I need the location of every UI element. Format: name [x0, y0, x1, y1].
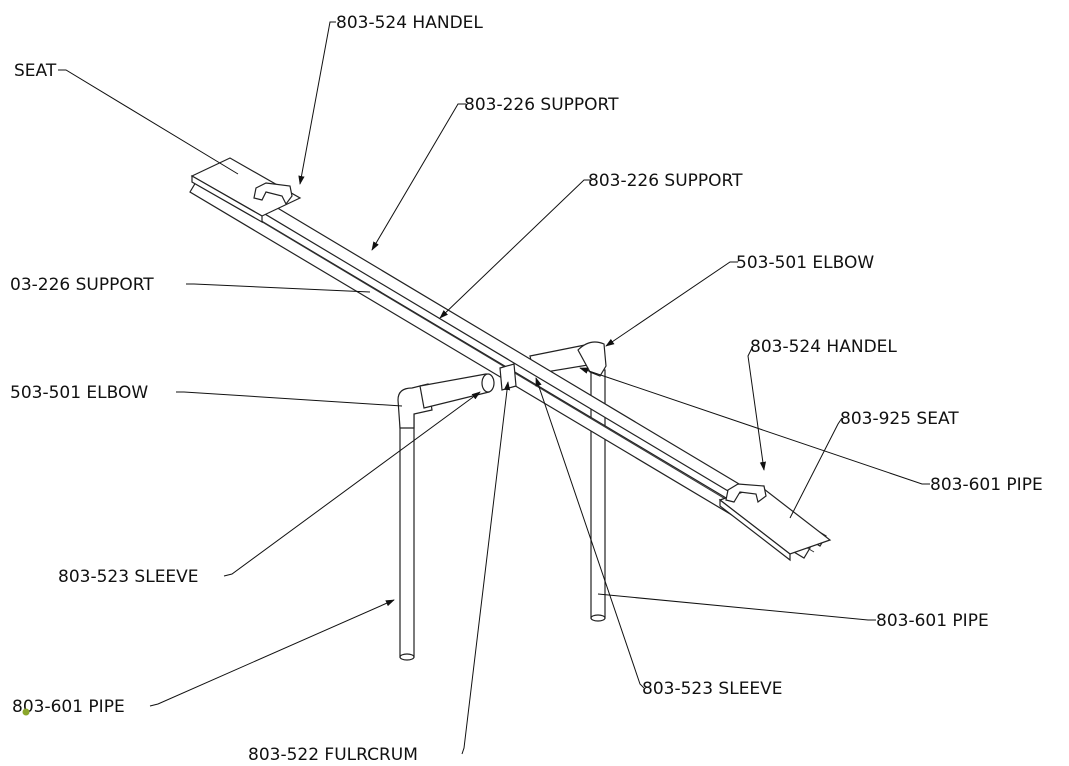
label-seat-top: SEAT: [14, 61, 57, 81]
left-handle: [253, 182, 293, 206]
label-support-b: 803-226 SUPPORT: [588, 171, 743, 191]
left-sleeve: [481, 373, 495, 393]
left-pipe-end: [399, 653, 415, 661]
right-elbow: [577, 341, 607, 377]
left-horizontal-pipe: [419, 373, 490, 409]
label-support-a: 803-226 SUPPORT: [464, 95, 619, 115]
leader-sleeve-left: [223, 391, 481, 577]
left-pipe: [399, 404, 415, 658]
label-handel-top: 803-524 HANDEL: [336, 13, 483, 33]
leader-seat-top: [58, 69, 239, 175]
label-support-c: 03-226 SUPPORT: [10, 275, 154, 295]
label-seat-right: 803-925 SEAT: [840, 409, 959, 429]
right-seat-edge: [719, 498, 791, 562]
leader-pipe-right-top: [579, 367, 930, 485]
label-elbow-left: 503-501 ELBOW: [10, 383, 148, 403]
leader-pipe-left: [149, 599, 395, 707]
right-pipe-end: [590, 614, 606, 622]
label-elbow-right: 503-501 ELBOW: [736, 253, 874, 273]
leader-support-c: [186, 283, 371, 293]
right-handle: [725, 483, 767, 504]
label-pipe-right-bottom: 803-601 PIPE: [876, 611, 989, 631]
label-pipe-right-top: 803-601 PIPE: [930, 475, 1043, 495]
leader-support-a: [371, 103, 466, 251]
label-pipe-left: 803-601 PIPE: [12, 697, 125, 717]
left-seat-edge: [191, 174, 263, 224]
leader-fulcrum: [461, 381, 511, 755]
leader-handel-right: [747, 347, 766, 471]
leader-pipe-right-bottom: [597, 593, 876, 621]
label-sleeve-right: 803-523 SLEEVE: [642, 679, 783, 699]
leader-elbow-right: [605, 261, 738, 347]
label-handel-right: 803-524 HANDEL: [750, 337, 897, 357]
leader-elbow-left: [176, 391, 403, 407]
leader-lines: [58, 21, 930, 755]
seesaw-geometry: [189, 157, 832, 661]
label-fulcrum: 803-522 FULRCRUM: [248, 745, 418, 765]
callout-labels: 803-524 HANDEL SEAT 803-226 SUPPORT 803-…: [10, 13, 1043, 765]
leader-handel-top: [298, 21, 336, 185]
leader-seat-right: [789, 417, 843, 519]
leader-support-b: [439, 179, 592, 319]
label-sleeve-left: 803-523 SLEEVE: [58, 567, 199, 587]
marker-dot: [22, 708, 30, 716]
leader-sleeve-right: [535, 377, 645, 689]
